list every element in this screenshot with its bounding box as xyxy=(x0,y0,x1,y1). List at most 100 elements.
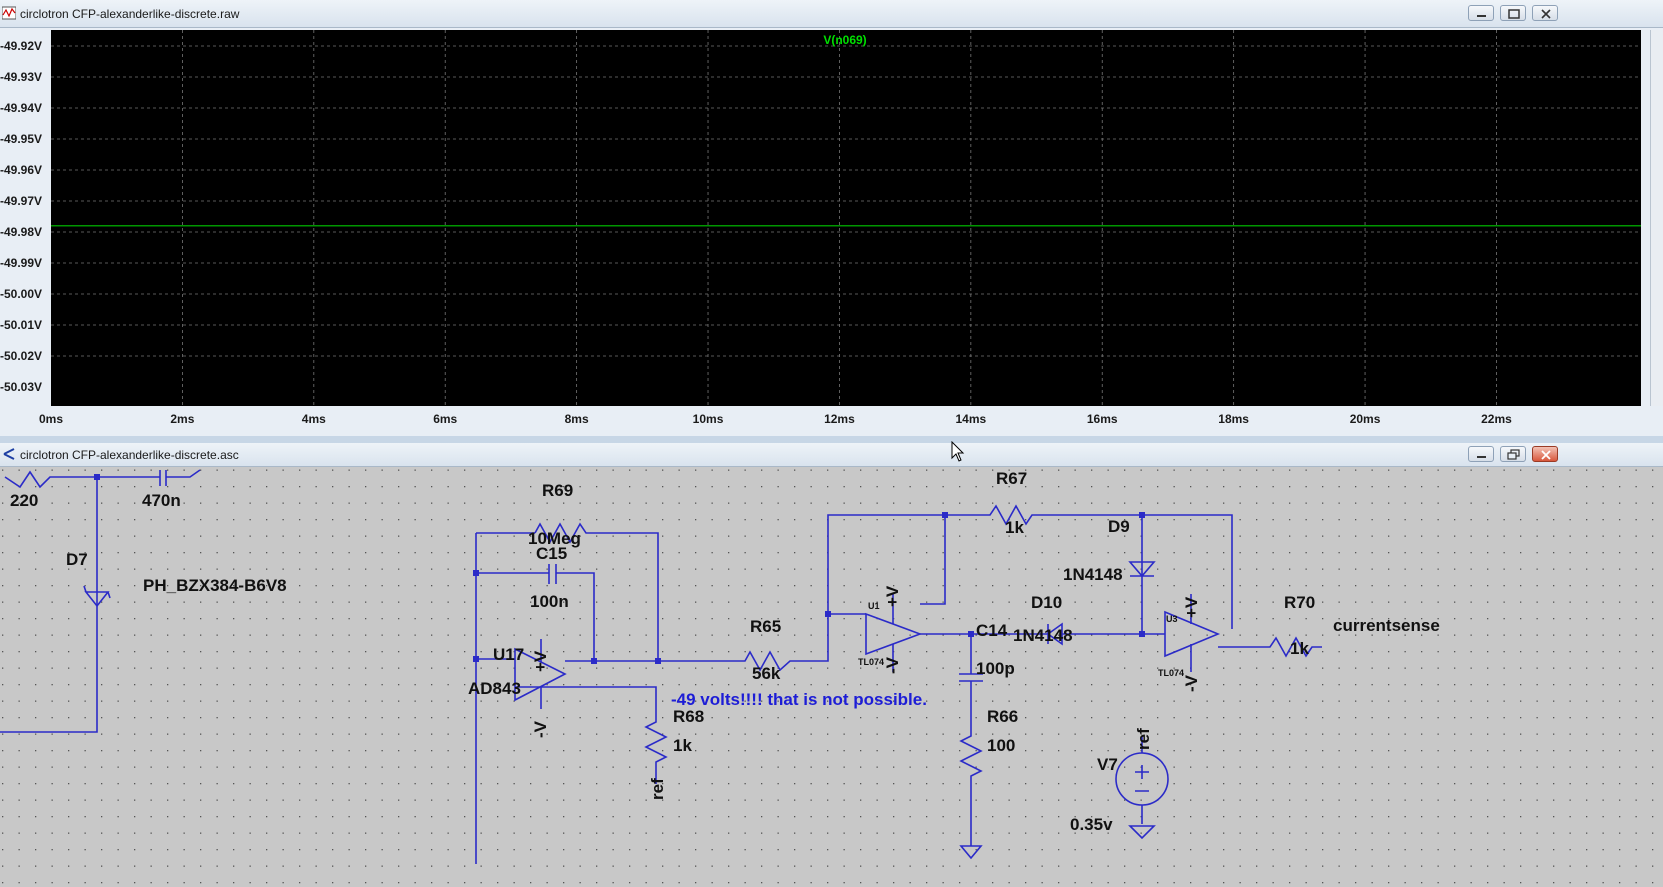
label-currentsense[interactable]: currentsense xyxy=(1333,616,1440,635)
y-tick-label: -50.03V xyxy=(0,380,42,394)
label-r70: R70 xyxy=(1284,593,1315,612)
schematic-window-title: circlotron CFP-alexanderlike-discrete.as… xyxy=(20,448,239,462)
u17-minus-v: -V xyxy=(531,720,550,738)
resistor-r70[interactable] xyxy=(1218,636,1322,658)
plot-scrollbar[interactable] xyxy=(1650,30,1663,406)
x-tick-label: 12ms xyxy=(824,412,855,426)
schematic-window: circlotron CFP-alexanderlike-discrete.as… xyxy=(0,441,1663,887)
u3-minus-v: -V xyxy=(1182,674,1201,692)
close-icon xyxy=(1541,9,1551,19)
label-r66-value: 100 xyxy=(987,736,1015,755)
label-d9: D9 xyxy=(1108,517,1130,536)
label-d9-part: 1N4148 xyxy=(1063,565,1123,584)
restore-icon xyxy=(1507,449,1520,460)
v7-ground-icon xyxy=(1128,825,1156,840)
label-c15-value: 100n xyxy=(530,592,569,611)
waveform-plot[interactable]: -49.92V-49.93V-49.94V-49.95V-49.96V-49.9… xyxy=(0,30,1650,436)
label-r70-value: 1k xyxy=(1290,639,1309,658)
resistor-r69[interactable] xyxy=(534,522,659,661)
schematic-maximize-button[interactable] xyxy=(1500,446,1526,462)
schematic-titlebar[interactable]: circlotron CFP-alexanderlike-discrete.as… xyxy=(0,443,1663,467)
schematic-canvas[interactable]: 220 470n D7 PH_BZX384-B6V8 R69 10Meg C15… xyxy=(0,467,1663,887)
label-u3: U3 xyxy=(1166,614,1178,624)
x-tick-label: 4ms xyxy=(302,412,326,426)
x-tick-label: 14ms xyxy=(955,412,986,426)
u3-plus-v: +V xyxy=(1182,596,1201,618)
plot-grid xyxy=(51,30,1641,406)
label-d7-part: PH_BZX384-B6V8 xyxy=(143,576,287,595)
maximize-button[interactable] xyxy=(1500,5,1526,21)
label-d7: D7 xyxy=(66,550,88,569)
waveform-window-title: circlotron CFP-alexanderlike-discrete.ra… xyxy=(20,7,240,21)
x-tick-label: 6ms xyxy=(433,412,457,426)
u17-plus-v: +V xyxy=(531,650,550,672)
d7-zener-icon[interactable] xyxy=(83,585,111,608)
u1-minus-v: -V xyxy=(883,656,902,674)
minimize-icon xyxy=(1477,456,1486,458)
y-tick-label: -49.98V xyxy=(0,225,42,239)
x-tick-label: 0ms xyxy=(39,412,63,426)
label-c14: C14 xyxy=(976,621,1008,640)
wire-c15-right xyxy=(556,572,595,661)
close-button[interactable] xyxy=(1532,5,1558,21)
label-d10-part: 1N4148 xyxy=(1013,626,1073,645)
label-r69: R69 xyxy=(542,481,573,500)
label-v7: V7 xyxy=(1097,755,1118,774)
label-u3-part: TL074 xyxy=(1158,668,1184,678)
resistor-r65[interactable] xyxy=(565,614,829,672)
label-r65: R65 xyxy=(750,617,781,636)
schematic-close-button[interactable] xyxy=(1532,446,1558,462)
label-c-470n: 470n xyxy=(142,491,181,510)
label-u17-part: AD843 xyxy=(468,679,521,698)
wire-u17-noninverting xyxy=(515,686,657,714)
ground-icon xyxy=(959,845,983,860)
junctions xyxy=(94,474,1145,664)
y-tick-label: -49.94V xyxy=(0,101,42,115)
d9-diode-icon[interactable] xyxy=(1128,561,1156,578)
label-r-220: 220 xyxy=(10,491,38,510)
waveform-window: circlotron CFP-alexanderlike-discrete.ra… xyxy=(0,0,1663,436)
y-tick-label: -50.02V xyxy=(0,349,42,363)
x-tick-label: 20ms xyxy=(1350,412,1381,426)
plot-background xyxy=(51,30,1641,406)
y-axis-ticks: -49.92V-49.93V-49.94V-49.95V-49.96V-49.9… xyxy=(0,39,42,394)
waveform-titlebar[interactable]: circlotron CFP-alexanderlike-discrete.ra… xyxy=(0,0,1663,28)
u1-plus-v: +V xyxy=(883,585,902,607)
x-tick-label: 8ms xyxy=(565,412,589,426)
resistor-r67[interactable] xyxy=(945,504,1233,629)
minimize-button[interactable] xyxy=(1468,5,1494,21)
x-tick-label: 16ms xyxy=(1087,412,1118,426)
wire-d7-net xyxy=(0,477,98,733)
label-r66: R66 xyxy=(987,707,1018,726)
y-tick-label: -50.01V xyxy=(0,318,42,332)
x-tick-label: 2ms xyxy=(170,412,194,426)
resistor-r66[interactable] xyxy=(959,681,983,846)
wire-470n-out xyxy=(166,469,201,478)
minimize-icon xyxy=(1477,15,1486,17)
waveform-app-icon xyxy=(2,6,16,20)
y-tick-label: -49.93V xyxy=(0,70,42,84)
y-tick-label: -49.92V xyxy=(0,39,42,53)
label-r68-ref: ref xyxy=(648,778,667,800)
trace-label[interactable]: V(n069) xyxy=(823,33,866,47)
label-r65-value: 56k xyxy=(752,664,781,683)
x-tick-label: 18ms xyxy=(1218,412,1249,426)
label-r68-value: 1k xyxy=(673,736,692,755)
y-tick-label: -49.99V xyxy=(0,256,42,270)
y-tick-label: -49.97V xyxy=(0,194,42,208)
schematic-minimize-button[interactable] xyxy=(1468,446,1494,462)
y-tick-label: -50.00V xyxy=(0,287,42,301)
label-v7-value: 0.35v xyxy=(1070,815,1113,834)
schematic-app-icon xyxy=(3,448,15,460)
label-c14-value: 100p xyxy=(976,659,1015,678)
resistor-r68[interactable] xyxy=(644,714,668,784)
y-tick-label: -49.96V xyxy=(0,163,42,177)
x-tick-label: 10ms xyxy=(693,412,724,426)
label-d10: D10 xyxy=(1031,593,1062,612)
label-v7-ref: ref xyxy=(1134,728,1153,750)
label-u1: U1 xyxy=(868,601,880,611)
annotation-note[interactable]: -49 volts!!!! that is not possible. xyxy=(671,690,927,709)
close-icon xyxy=(1541,450,1551,460)
schematic-grid xyxy=(0,467,1663,887)
